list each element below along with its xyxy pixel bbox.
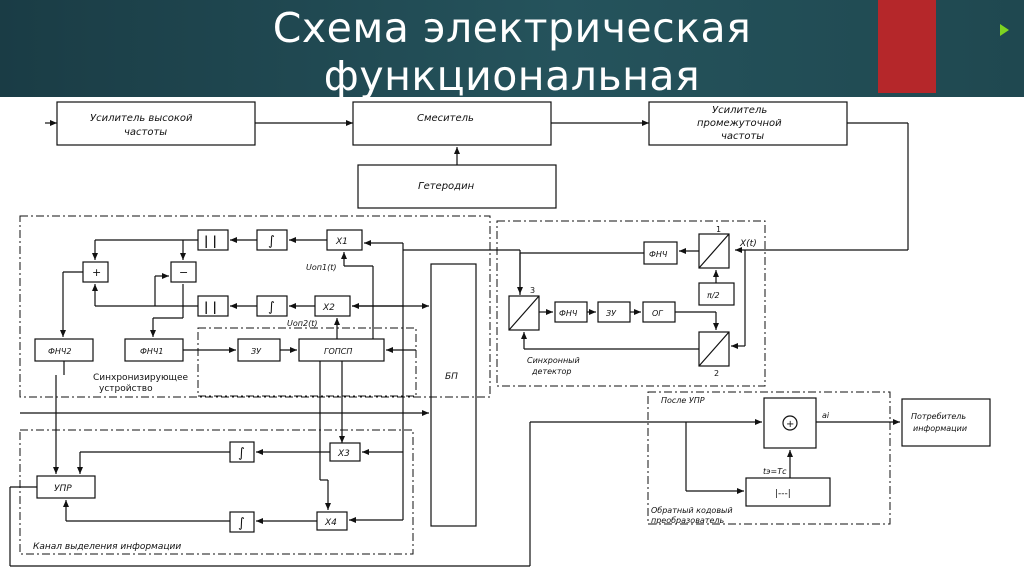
gopsp-label: ГОПСП xyxy=(324,347,352,356)
info-channel-region xyxy=(19,429,414,555)
phase-shift-label: π/2 xyxy=(707,291,720,300)
sync-detector-label-2: детектор xyxy=(531,367,572,376)
feedback-label-2: преобразователь xyxy=(651,516,725,525)
sync-detector-region xyxy=(496,220,766,387)
power-block-label: БП xyxy=(445,372,458,382)
summator-plus: + xyxy=(786,419,794,430)
memory-left-label: ЗУ xyxy=(251,347,262,356)
mult-number-1: 1 xyxy=(716,225,721,234)
title-line-1: Схема электрическая xyxy=(272,4,752,52)
rf-amplifier-label-1: Усилитель высокой xyxy=(90,113,193,124)
uop2-label: Uоп2(t) xyxy=(287,319,317,328)
if-amplifier-label-3: частоты xyxy=(721,131,764,142)
power-block xyxy=(430,263,477,527)
code-converter-block xyxy=(745,477,831,507)
consumer-label-2: информации xyxy=(913,424,967,433)
mult-left-square xyxy=(508,295,540,331)
multiplier-4-label: X4 xyxy=(324,518,337,528)
multiplier-1-label: X1 xyxy=(335,237,348,247)
multiplier-3-label: X3 xyxy=(337,449,350,459)
red-accent-bar xyxy=(878,0,936,93)
sync-device-region xyxy=(19,215,491,398)
slide-title: Схема электрическая функциональная xyxy=(0,4,1024,100)
reference-osc-label: ОГ xyxy=(652,309,663,318)
sum-plus-label: + xyxy=(92,266,101,279)
rf-amplifier-label-2: частоты xyxy=(124,127,167,138)
uop1-label: Uоп1(t) xyxy=(306,263,336,272)
sync-detector-label-1: Синхронный xyxy=(527,356,580,365)
integrator-icon-1: ∫ xyxy=(268,234,275,249)
abs-block-1-label: | | xyxy=(204,234,217,248)
lpf2-label: ФНЧ2 xyxy=(48,347,71,356)
memory-right-label: ЗУ xyxy=(606,309,617,318)
summator-circle xyxy=(782,415,798,431)
abs-block-2-label: | | xyxy=(204,300,217,314)
sum-minus-block xyxy=(170,261,197,283)
sync-subregion xyxy=(197,327,417,397)
upr-label: УПР xyxy=(54,484,72,494)
consumer-label-1: Потребитель xyxy=(911,412,966,421)
integrator-block-4 xyxy=(229,511,255,533)
after-upr-region xyxy=(647,391,891,525)
te-tc-label: tэ=Tс xyxy=(763,467,787,476)
lpf-top-label: ФНЧ xyxy=(649,250,668,259)
multiplier-2-label: X2 xyxy=(322,303,335,313)
slide-header xyxy=(0,0,1024,97)
triangle-arrow-icon[interactable] xyxy=(1000,24,1009,36)
code-converter-label: |---| xyxy=(775,489,791,499)
integrator-icon-4: ∫ xyxy=(238,516,245,531)
ai-label: ai xyxy=(822,411,830,420)
sync-device-label-1: Синхронизирующее xyxy=(93,373,189,383)
summator-block xyxy=(763,397,817,449)
consumer-block xyxy=(901,398,991,447)
mult-number-3: 3 xyxy=(530,286,535,295)
sync-device-label-2: устройство xyxy=(99,384,153,394)
integrator-icon-3: ∫ xyxy=(238,446,245,461)
lpf1-label: ФНЧ1 xyxy=(140,347,163,356)
xt-label: X(t) xyxy=(739,239,757,249)
heterodyne-label: Гетеродин xyxy=(418,181,475,192)
title-line-2: функциональная xyxy=(323,52,701,100)
mixer-label: Смеситель xyxy=(417,113,474,124)
feedback-label-1: Обратный кодовый xyxy=(651,506,733,515)
if-amplifier-label-1: Усилитель xyxy=(712,105,767,116)
lpf-mid-label: ФНЧ xyxy=(559,309,578,318)
info-channel-label: Канал выделения информации xyxy=(33,542,181,552)
sum-minus-label: − xyxy=(179,266,188,279)
integrator-icon-2: ∫ xyxy=(268,300,275,315)
mult-number-2: 2 xyxy=(714,369,719,378)
after-upr-label: После УПР xyxy=(661,396,705,405)
if-amplifier-label-2: промежуточной xyxy=(697,118,782,129)
